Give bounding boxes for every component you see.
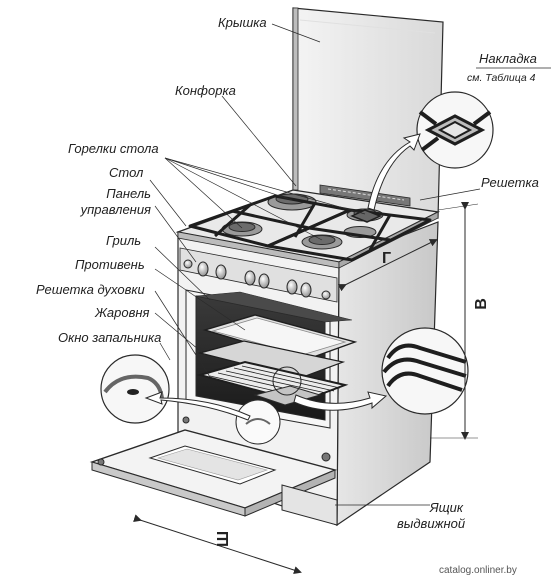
oven-lower-tray (253, 385, 322, 406)
label-lid: Крышка (218, 15, 267, 30)
label-table: Стол (109, 165, 144, 180)
label-grate: Решетка (481, 175, 539, 190)
control-knobs (183, 259, 331, 300)
rack-small-circle (272, 366, 302, 396)
overlay-inset (416, 91, 494, 169)
label-burner: Конфорка (175, 83, 236, 98)
watermark: catalog.onliner.by (439, 565, 517, 576)
burner-front-left (221, 221, 263, 237)
control-panel (179, 247, 338, 303)
oven-door (89, 416, 338, 517)
burner-front-right (301, 234, 343, 250)
igniter-window-small-circle (235, 399, 281, 445)
label-table-burners: Горелки стола (68, 141, 159, 156)
label-oven-rack: Решетка духовки (36, 282, 145, 297)
rack-detail-inset (381, 327, 469, 415)
label-overlay: Накладка (479, 51, 537, 66)
label-roaster: Жаровня (95, 305, 150, 320)
label-drawer-line2: выдвижной (397, 516, 466, 531)
back-vent (319, 184, 411, 207)
igniter-window-inset (100, 354, 170, 424)
leader-lines (149, 23, 481, 506)
dimension-lines (133, 202, 479, 574)
dimension-width: Ш (215, 530, 233, 548)
overlay-small-item (350, 209, 382, 223)
pointer-arrows (144, 133, 421, 421)
label-grill: Гриль (106, 233, 142, 248)
label-igniter-window: Окно запальника (58, 330, 162, 345)
dimension-height: В (472, 298, 490, 310)
label-overlay-note: см. Таблица 4 (467, 72, 536, 84)
label-panel-line1: Панель (106, 186, 151, 201)
label-panel-line2: управления (80, 202, 151, 217)
baking-tray (202, 314, 358, 361)
label-tray: Противень (75, 257, 145, 272)
label-drawer-line1: Ящик (429, 500, 463, 515)
drawer (281, 484, 338, 526)
dimension-depth: Г (382, 250, 392, 267)
